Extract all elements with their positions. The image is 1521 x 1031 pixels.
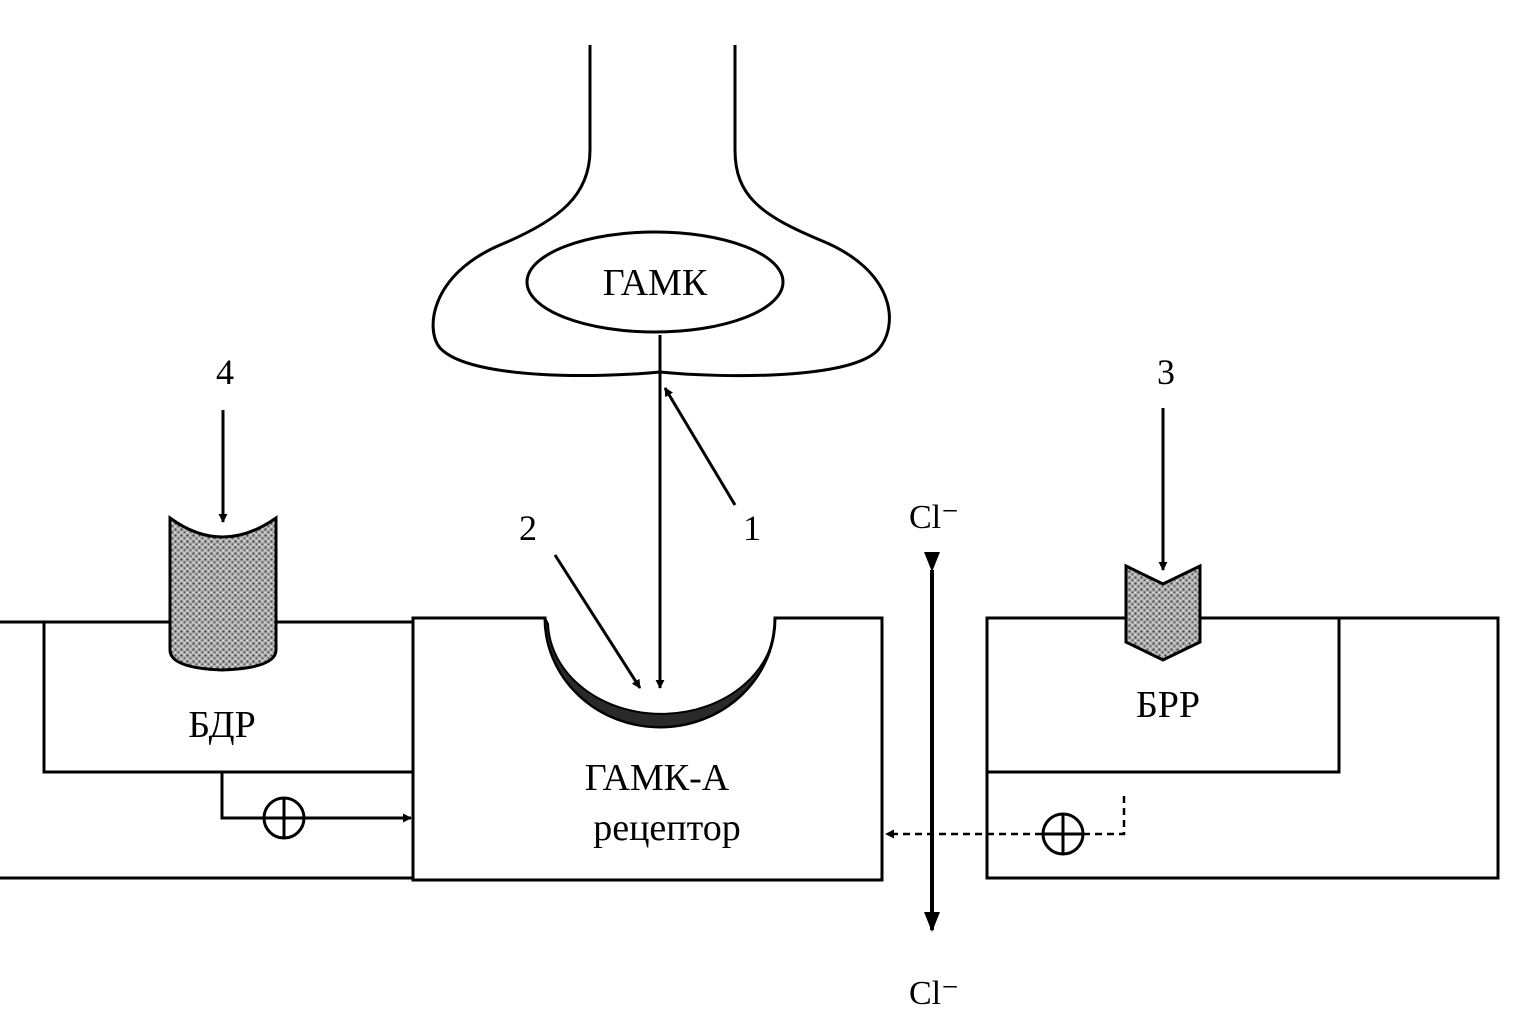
marker-4-label: 4 (216, 352, 234, 392)
bdr-plus-icon (262, 796, 306, 840)
bdr-modulation-arrow (220, 772, 412, 823)
marker-1-label: 1 (743, 508, 761, 548)
marker-3-label: 3 (1157, 352, 1175, 392)
receptor-label-line1: ГАМК-А (585, 757, 730, 799)
receptor-label-line2: рецептор (593, 807, 741, 849)
gaba-binding-site (544, 617, 777, 728)
gaba-label: ГАМК (603, 262, 708, 304)
chloride-top-label: Cl⁻ (909, 499, 959, 536)
brr-ligand (1124, 563, 1202, 662)
brr-label: БРР (1136, 684, 1200, 726)
gaba-vesicle (525, 230, 785, 334)
marker-2-arrow (553, 554, 642, 689)
chloride-bottom-label: Cl⁻ (909, 975, 959, 1012)
marker-2-label: 2 (519, 508, 537, 548)
marker-1-arrow (663, 387, 737, 506)
bdr-ligand (168, 515, 278, 672)
brr-modulation-arrow (885, 796, 1126, 839)
brr-plus-icon (1041, 812, 1085, 856)
bdr-label: БДР (188, 704, 255, 746)
